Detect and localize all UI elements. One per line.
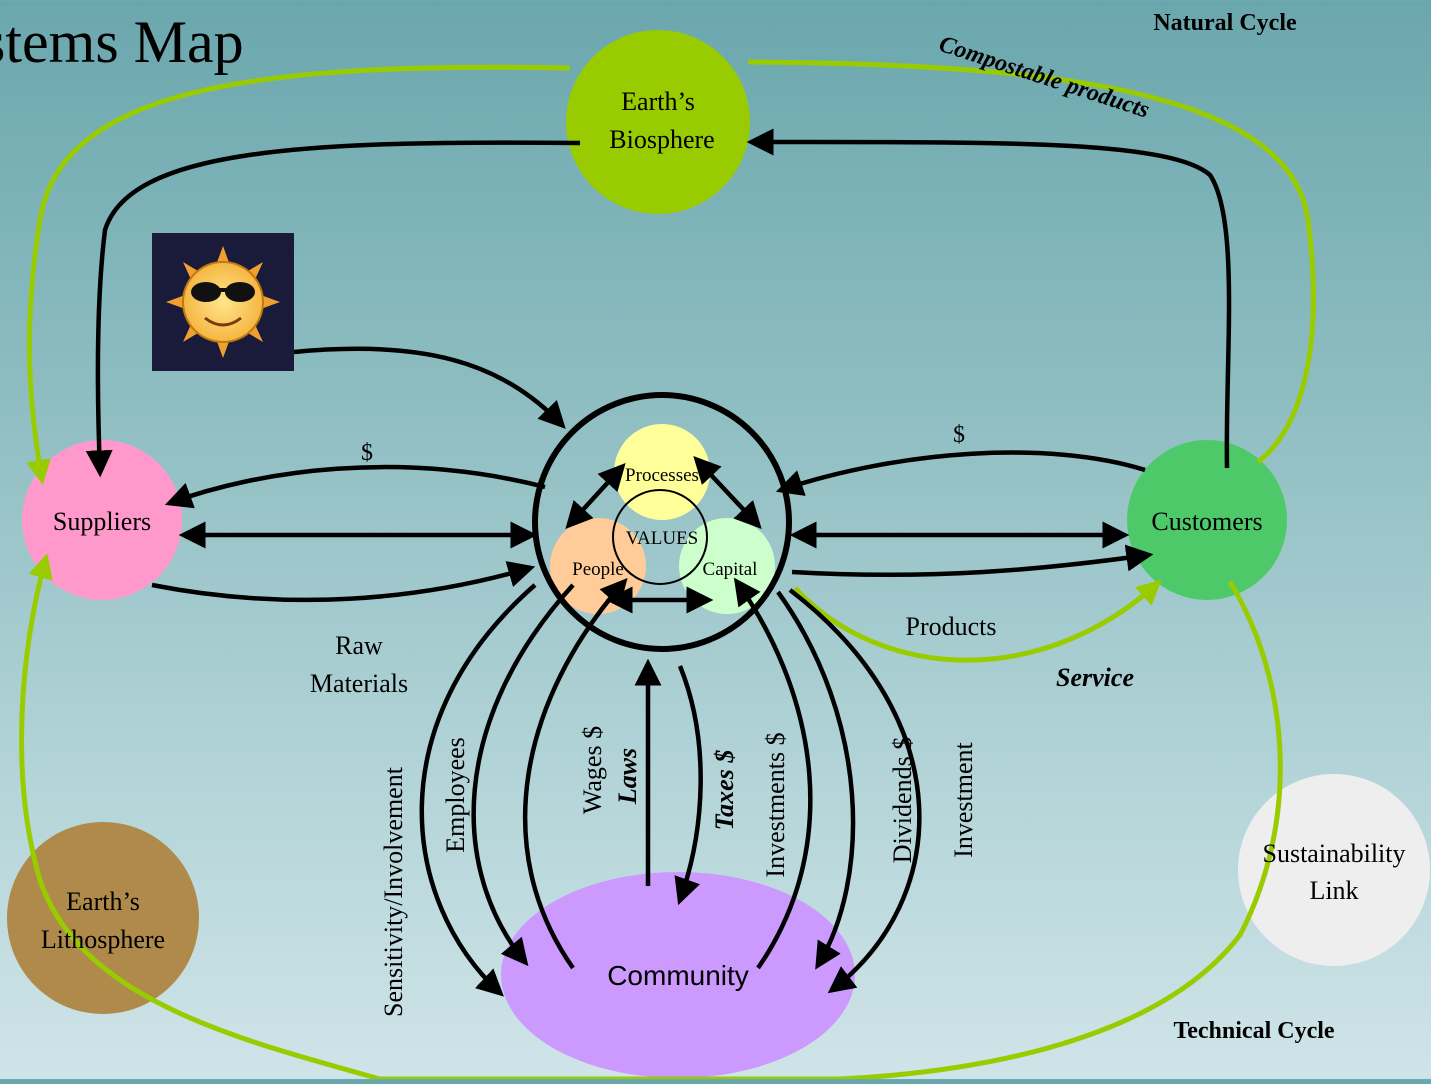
employees-label: Employees [441, 737, 470, 853]
customers-label: Customers [1151, 507, 1262, 536]
biosphere-to-suppliers-arrow [85, 140, 581, 478]
products-label: Products [906, 612, 997, 641]
money-from-customers-arrow [775, 450, 1146, 496]
raw-materials-label-2: Materials [310, 669, 408, 698]
suppliers-node [22, 440, 182, 600]
sustainability-node [1238, 774, 1430, 966]
processes-label: Processes [625, 465, 699, 486]
investment-flow-arrow [788, 588, 922, 994]
employees-arrow [471, 583, 575, 967]
vertical-flow-labels: Sensitivity/Involvement Employees Wages … [379, 726, 978, 1017]
page-title: stems Map [0, 9, 244, 75]
natural-cycle-flow-left [26, 64, 571, 485]
lithosphere-label-2: Lithosphere [41, 925, 165, 954]
community-label: Community [607, 960, 749, 991]
technical-cycle-label: Technical Cycle [1173, 1018, 1334, 1044]
people-label: People [572, 559, 624, 580]
suppliers-label: Suppliers [53, 507, 151, 536]
sensitivity-involvement-label: Sensitivity/Involvement [379, 766, 408, 1017]
service-flow [793, 579, 1162, 663]
values-label: VALUES [626, 528, 699, 549]
values-circle [612, 489, 708, 585]
wages-arrow [522, 577, 628, 970]
investments-label: Investments $ [761, 732, 790, 877]
lithosphere-node [7, 822, 199, 1014]
sustainability-label-2: Link [1309, 876, 1358, 905]
taxes-label: Taxes $ [710, 750, 739, 831]
biosphere-label-2: Biosphere [609, 125, 714, 154]
dividends-label: Dividends $ [888, 737, 917, 863]
money-to-suppliers-arrow [164, 464, 546, 509]
biosphere-node [566, 30, 750, 214]
investments-arrow [733, 577, 813, 970]
capital-label: Capital [703, 559, 758, 580]
sun-to-organization-arrow [293, 346, 566, 429]
dividends-arrow [776, 590, 856, 970]
biosphere-label-1: Earth’s [621, 87, 695, 116]
lithosphere-label-1: Earth’s [66, 887, 140, 916]
dollar-label-left: $ [361, 440, 373, 466]
products-arrow [791, 544, 1154, 578]
processes-capital-arrow [693, 456, 762, 529]
raw-materials-label-1: Raw [335, 631, 383, 660]
compostable-products-label: Compostable products [936, 31, 1153, 124]
natural-cycle-label: Natural Cycle [1153, 10, 1297, 36]
sustainability-label-1: Sustainability [1263, 839, 1406, 868]
raw-materials-arrow [151, 561, 536, 603]
wages-label: Wages $ [578, 726, 607, 814]
sensitivity-involvement-arrow [419, 583, 537, 997]
sun-with-sunglasses-icon [152, 233, 294, 371]
community-node [501, 872, 855, 1078]
investment-label: Investment [949, 741, 978, 857]
laws-label: Laws [613, 748, 642, 805]
customers-to-biosphere-arrow [746, 128, 1232, 469]
natural-cycle-flow-right [747, 59, 1316, 464]
processes-people-arrow [565, 463, 626, 529]
customers-node [1127, 440, 1287, 600]
dollar-label-right: $ [953, 422, 965, 448]
service-label: Service [1056, 663, 1134, 692]
taxes-arrow [674, 665, 703, 906]
